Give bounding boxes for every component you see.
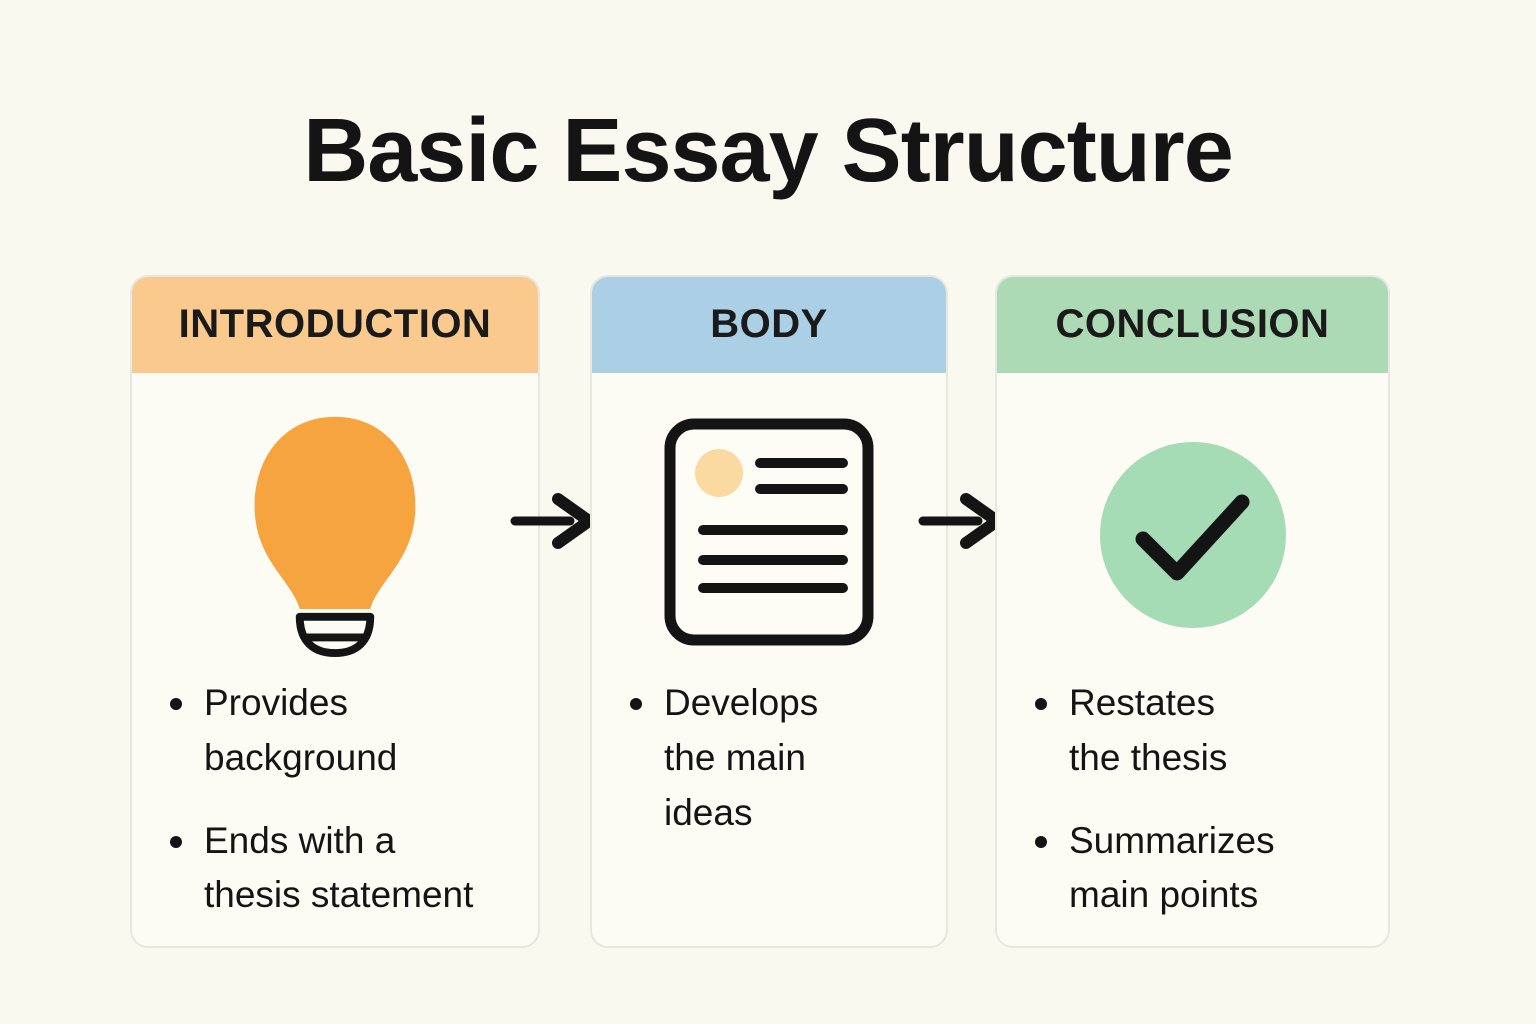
page-title: Basic Essay Structure (303, 101, 1234, 201)
bullet-label: Summarizes main points (1069, 819, 1275, 916)
card-body-bullets: Develops the main ideas (592, 668, 946, 840)
card-conclusion: CONCLUSION Restates the thesis Summarize… (995, 275, 1390, 948)
bullet-label: Provides background (204, 682, 398, 778)
card-body-header: BODY (592, 277, 946, 373)
list-item: Summarizes main points (1035, 814, 1364, 924)
bullet-icon (630, 698, 642, 710)
bullet-label: Develops the main ideas (664, 682, 819, 833)
list-item: Develops the main ideas (630, 676, 922, 840)
card-introduction: INTRODUCTION Provides background Ends wi… (130, 275, 540, 948)
right-arrow-icon (918, 492, 1006, 555)
document-icon (663, 417, 875, 652)
lightbulb-icon (246, 407, 424, 662)
right-arrow-icon (510, 492, 598, 555)
card-introduction-icon-area (132, 373, 538, 668)
bullet-icon (170, 698, 182, 710)
card-conclusion-header: CONCLUSION (997, 277, 1388, 373)
card-introduction-bullets: Provides background Ends with a thesis s… (132, 668, 538, 923)
bullet-label: Restates the thesis (1069, 682, 1228, 778)
card-conclusion-title: CONCLUSION (1055, 301, 1330, 346)
bullet-label: Ends with a thesis statement (204, 819, 474, 916)
card-conclusion-icon-area (997, 373, 1388, 668)
card-conclusion-bullets: Restates the thesis Summarizes main poin… (997, 668, 1388, 923)
card-body: BODY Develops the main ideas (590, 275, 948, 948)
list-item: Provides background (170, 676, 514, 786)
list-item: Ends with a thesis statement (170, 814, 514, 924)
bullet-icon (170, 835, 182, 848)
checkmark-icon (1099, 441, 1286, 628)
card-body-title: BODY (710, 301, 828, 346)
bullet-icon (1035, 698, 1047, 710)
card-body-icon-area (592, 373, 946, 668)
card-introduction-title: INTRODUCTION (178, 301, 492, 346)
list-item: Restates the thesis (1035, 676, 1364, 786)
card-introduction-header: INTRODUCTION (132, 277, 538, 373)
bullet-icon (1035, 835, 1047, 848)
